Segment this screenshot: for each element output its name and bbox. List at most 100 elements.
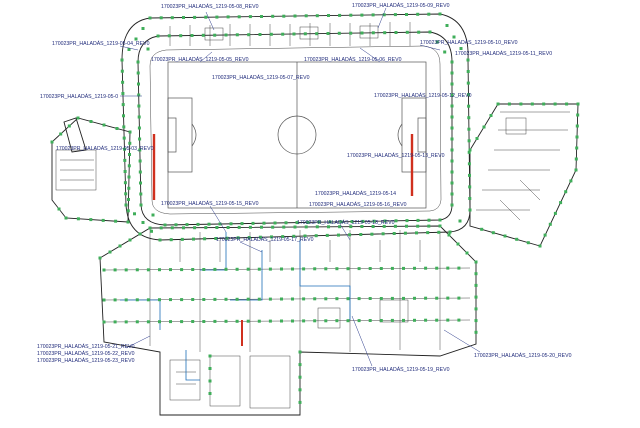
- device-marker: [146, 320, 150, 324]
- device-marker: [314, 234, 318, 238]
- device-marker: [226, 226, 230, 229]
- device-marker: [405, 219, 409, 223]
- device-marker: [146, 47, 150, 51]
- device-marker: [381, 232, 385, 236]
- left-annex-building: [51, 117, 131, 223]
- device-marker: [350, 220, 354, 224]
- device-marker: [138, 148, 142, 152]
- device-marker: [141, 221, 145, 224]
- device-marker: [360, 31, 364, 35]
- device-marker: [224, 267, 228, 271]
- device-marker: [438, 12, 442, 16]
- device-marker: [251, 221, 255, 225]
- device-marker: [435, 40, 439, 44]
- device-marker: [315, 225, 319, 229]
- device-marker: [235, 33, 239, 37]
- device-marker: [190, 34, 194, 37]
- device-marker: [167, 34, 171, 38]
- device-marker: [390, 296, 394, 300]
- device-marker: [121, 92, 125, 95]
- device-marker: [169, 298, 172, 302]
- device-marker: [313, 319, 317, 323]
- device-marker: [370, 232, 374, 236]
- device-marker: [246, 267, 250, 271]
- device-marker: [468, 185, 472, 189]
- device-marker: [158, 298, 161, 302]
- device-marker: [467, 116, 471, 120]
- device-marker: [202, 298, 206, 301]
- device-marker: [123, 158, 127, 162]
- device-marker: [113, 268, 117, 272]
- device-marker: [257, 267, 261, 271]
- device-marker: [357, 297, 361, 301]
- device-marker: [338, 225, 342, 229]
- device-marker: [127, 186, 131, 190]
- device-marker: [224, 297, 228, 301]
- device-marker: [402, 266, 405, 270]
- device-marker: [225, 236, 229, 240]
- device-marker: [224, 33, 228, 37]
- device-marker: [151, 213, 155, 217]
- sheet-label-05-07: 170023PR_HALADÁS_1219-05-07_REV0: [212, 74, 310, 81]
- device-marker: [393, 224, 397, 228]
- device-marker: [415, 231, 418, 235]
- device-marker: [445, 24, 449, 27]
- device-marker: [122, 136, 126, 140]
- device-marker: [468, 173, 471, 177]
- device-marker: [390, 318, 394, 322]
- device-marker: [467, 127, 471, 131]
- device-marker: [213, 33, 217, 37]
- device-marker: [467, 162, 471, 166]
- device-marker: [101, 218, 105, 222]
- device-marker: [324, 319, 328, 323]
- device-marker: [467, 93, 470, 97]
- device-marker: [229, 222, 233, 226]
- device-marker: [543, 233, 547, 237]
- device-marker: [371, 13, 375, 17]
- device-marker: [304, 14, 308, 18]
- device-marker: [503, 234, 507, 238]
- label-leaders: [119, 7, 481, 367]
- device-marker: [457, 266, 461, 270]
- device-marker: [76, 217, 80, 221]
- device-marker: [179, 34, 183, 38]
- device-marker: [325, 233, 329, 237]
- device-marker: [235, 267, 239, 271]
- device-marker: [303, 234, 307, 238]
- device-marker: [315, 32, 319, 36]
- device-marker: [576, 102, 580, 106]
- device-marker: [135, 320, 139, 324]
- device-marker: [128, 153, 131, 156]
- device-marker: [215, 15, 219, 19]
- device-marker: [268, 267, 272, 271]
- device-marker: [457, 318, 461, 322]
- device-marker: [193, 226, 197, 230]
- device-marker: [113, 298, 117, 302]
- device-marker: [438, 218, 442, 222]
- device-marker: [382, 13, 386, 17]
- device-marker: [382, 224, 386, 228]
- device-marker: [457, 296, 461, 300]
- device-marker: [270, 235, 273, 239]
- device-marker: [474, 307, 478, 311]
- device-marker: [368, 297, 372, 300]
- device-marker: [339, 220, 343, 224]
- device-marker: [291, 297, 294, 301]
- device-marker: [122, 114, 125, 118]
- device-marker: [118, 244, 122, 248]
- device-marker: [102, 123, 106, 127]
- device-marker: [466, 58, 470, 62]
- device-marker: [127, 175, 131, 179]
- device-marker: [113, 320, 117, 324]
- device-marker: [235, 319, 239, 323]
- device-marker: [302, 297, 306, 301]
- device-marker: [559, 201, 563, 205]
- device-marker: [218, 222, 222, 226]
- device-marker: [128, 130, 132, 134]
- device-marker: [302, 267, 306, 271]
- device-marker: [170, 16, 174, 20]
- device-marker: [76, 116, 80, 120]
- device-marker: [146, 298, 150, 302]
- device-marker: [204, 226, 208, 230]
- device-marker: [123, 147, 126, 151]
